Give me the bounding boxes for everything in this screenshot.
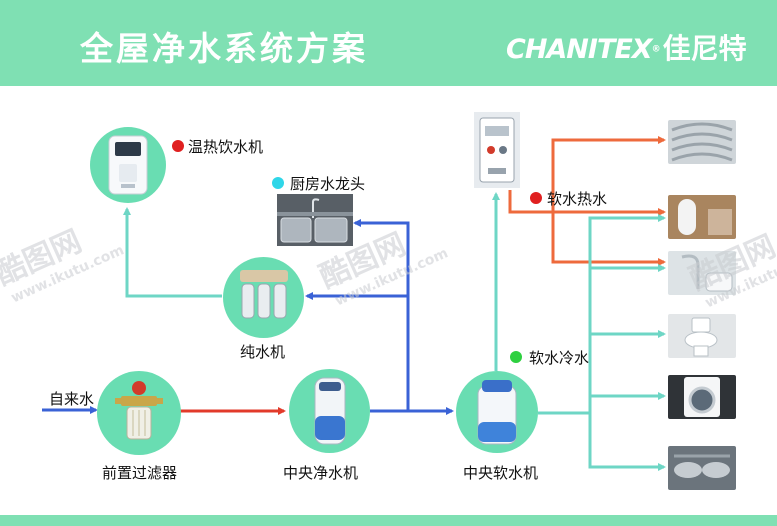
label-pre-filter: 前置过滤器 xyxy=(102,464,178,482)
central-softener-icon xyxy=(477,380,517,445)
toilet-icon xyxy=(668,314,736,358)
footer-bar xyxy=(0,515,777,526)
brand-name-en: CHANITEX xyxy=(506,34,653,65)
shower-icon xyxy=(668,251,736,295)
central-purifier-icon xyxy=(314,377,346,445)
pre-filter-icon xyxy=(115,381,163,440)
electric-water-heater-icon xyxy=(668,195,736,239)
label-soft-cold: 软水冷水 xyxy=(529,349,590,367)
washing-machine-icon xyxy=(668,375,736,419)
page-title: 全屋净水系统方案 xyxy=(80,29,368,68)
kitchen-sink-icon xyxy=(277,194,353,246)
red-dot xyxy=(172,140,184,152)
label-ro-purifier: 纯水机 xyxy=(240,343,286,361)
ro-purifier-icon xyxy=(240,270,288,319)
arrow-ro-to-dispenser xyxy=(123,207,222,298)
green-dot xyxy=(510,351,522,363)
floor-heating-icon xyxy=(668,120,736,164)
brand-logo: CHANITEX®佳尼特 xyxy=(506,27,747,67)
arrow-cold-to-kitchen xyxy=(588,413,666,471)
label-tap-water: 自来水 xyxy=(49,390,95,408)
water-heater-icon xyxy=(474,112,520,188)
label-central-softener: 中央软水机 xyxy=(463,464,539,482)
brand-name-cn: 佳尼特 xyxy=(662,32,747,65)
arrow-purifier-to-faucet xyxy=(353,219,410,411)
label-kitchen-faucet: 厨房水龙头 xyxy=(290,175,366,193)
kitchen-utensils-icon xyxy=(668,446,736,490)
label-central-purifier: 中央净水机 xyxy=(283,464,359,482)
arrow-softener-to-cold xyxy=(538,214,666,415)
red-dot xyxy=(530,192,542,204)
hot-dispenser-icon xyxy=(108,135,148,195)
header-banner: 全屋净水系统方案 CHANITEX®佳尼特 xyxy=(0,0,777,86)
arrow-hot-to-shower xyxy=(551,212,666,266)
label-soft-hot: 软水热水 xyxy=(547,190,608,208)
cyan-dot xyxy=(272,177,284,189)
brand-registered-mark: ® xyxy=(651,44,661,55)
label-hot-dispenser: 温热饮水机 xyxy=(188,138,264,156)
